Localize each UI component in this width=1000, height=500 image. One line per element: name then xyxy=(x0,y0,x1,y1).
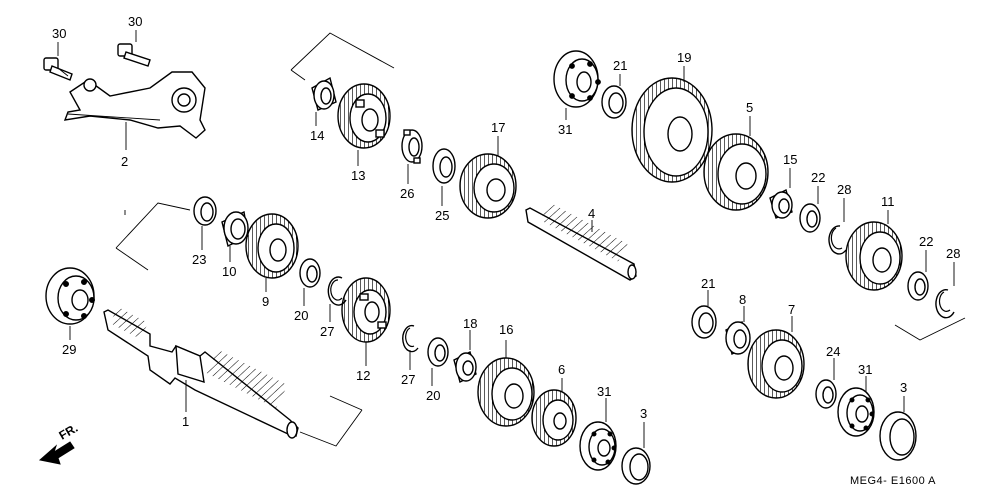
bolt-30-left xyxy=(43,57,73,81)
cap-part-3-bottom xyxy=(621,447,651,485)
bracket-part-2 xyxy=(63,71,206,139)
callout-13: 13 xyxy=(351,168,365,183)
callout-22-bottom: 22 xyxy=(919,234,933,249)
bushing-part-10 xyxy=(221,210,249,248)
callout-10: 10 xyxy=(222,264,236,279)
callout-23: 23 xyxy=(192,252,206,267)
callout-14: 14 xyxy=(310,128,324,143)
countershaft-part-4 xyxy=(525,202,637,281)
bearing-part-31-bottom xyxy=(579,421,617,471)
snap-ring-part-27-bottom xyxy=(402,324,419,353)
callout-25: 25 xyxy=(435,208,449,223)
callout-31-bottom: 31 xyxy=(597,384,611,399)
callout-9: 9 xyxy=(262,294,269,309)
callout-30-right: 30 xyxy=(128,14,142,29)
gear-part-19 xyxy=(631,77,713,183)
callout-27-left: 27 xyxy=(320,324,334,339)
callout-3-right: 3 xyxy=(900,380,907,395)
washer-part-24 xyxy=(815,379,837,409)
washer-part-20-bottom xyxy=(427,337,449,367)
front-direction-arrow xyxy=(38,441,75,465)
callout-21-top: 21 xyxy=(613,58,627,73)
gear-part-16 xyxy=(477,357,535,427)
mainshaft-part-1 xyxy=(103,307,299,439)
splined-washer-part-25 xyxy=(432,148,456,184)
callout-30-left: 30 xyxy=(52,26,66,41)
callout-28-bottom: 28 xyxy=(946,246,960,261)
guide-lines xyxy=(115,32,966,447)
callout-27-bottom: 27 xyxy=(401,372,415,387)
callout-16: 16 xyxy=(499,322,513,337)
callout-29: 29 xyxy=(62,342,76,357)
snap-ring-part-28-top xyxy=(828,225,847,255)
callout-20-bottom: 20 xyxy=(426,388,440,403)
gear-part-17 xyxy=(459,153,517,219)
cap-part-3-right xyxy=(879,411,917,461)
callout-4: 4 xyxy=(588,206,595,221)
callout-17: 17 xyxy=(491,120,505,135)
callout-31-top: 31 xyxy=(558,122,572,137)
washer-part-22-bottom xyxy=(907,271,929,301)
callout-19: 19 xyxy=(677,50,691,65)
callout-18: 18 xyxy=(463,316,477,331)
bushing-part-8 xyxy=(725,320,751,356)
gear-part-6 xyxy=(531,389,577,447)
diagram-code: MEG4- E1600 A xyxy=(850,475,936,487)
washer-part-22-top xyxy=(799,203,821,233)
direction-label: FR. xyxy=(57,421,81,443)
callout-2: 2 xyxy=(121,154,128,169)
callout-labels: 30 30 2 14 13 26 25 17 4 31 21 19 5 15 2… xyxy=(52,14,960,487)
gear-part-7 xyxy=(747,329,805,399)
gear-part-12 xyxy=(341,277,391,343)
bearing-part-31-top xyxy=(553,50,601,108)
lock-washer-part-26 xyxy=(401,129,423,164)
needle-bearing-part-14 xyxy=(311,76,337,111)
needle-bearing-part-15 xyxy=(769,188,793,219)
callout-8: 8 xyxy=(739,292,746,307)
gear-part-13 xyxy=(337,83,391,149)
callout-24: 24 xyxy=(826,344,840,359)
callout-28-top: 28 xyxy=(837,182,851,197)
bolt-30-right xyxy=(117,43,151,67)
callout-15: 15 xyxy=(783,152,797,167)
callout-1: 1 xyxy=(182,414,189,429)
gear-part-11 xyxy=(845,221,903,291)
gear-part-5 xyxy=(703,133,769,211)
gear-part-9 xyxy=(245,213,299,279)
callout-7: 7 xyxy=(788,302,795,317)
bearing-part-31-right xyxy=(837,387,875,437)
callout-31-right: 31 xyxy=(858,362,872,377)
callout-5: 5 xyxy=(746,100,753,115)
snap-ring-part-28-bottom xyxy=(935,289,955,319)
callout-11: 11 xyxy=(881,194,895,209)
washer-part-20-left xyxy=(299,258,321,288)
callout-22-top: 22 xyxy=(811,170,825,185)
callout-3-bottom: 3 xyxy=(640,406,647,421)
snap-ring-part-27-left xyxy=(327,276,347,306)
washer-part-21-bottom xyxy=(691,305,717,339)
washer-part-23 xyxy=(193,196,217,226)
washer-part-21-top xyxy=(601,85,627,119)
needle-bearing-part-18 xyxy=(453,350,477,384)
callout-21-bottom: 21 xyxy=(701,276,715,291)
bearing-part-29 xyxy=(45,267,95,325)
callout-6: 6 xyxy=(558,362,565,377)
callout-26: 26 xyxy=(400,186,414,201)
callout-12: 12 xyxy=(356,368,370,383)
callout-20-left: 20 xyxy=(294,308,308,323)
